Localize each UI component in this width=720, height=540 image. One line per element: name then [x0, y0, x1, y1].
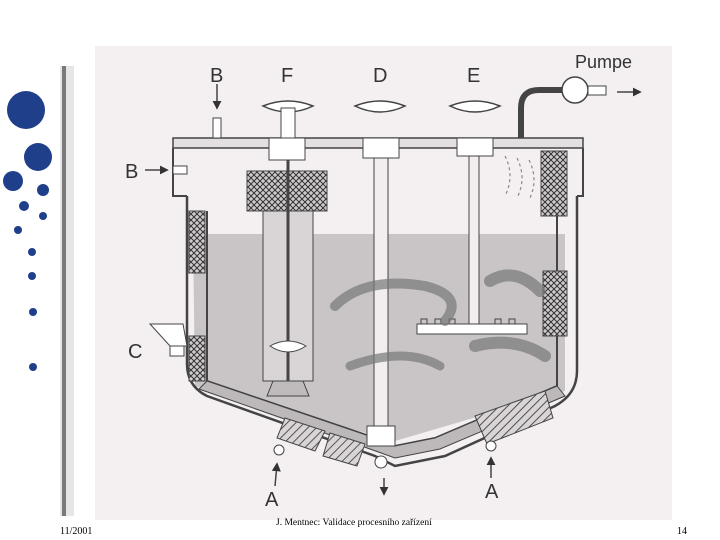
outlet-a-left [273, 444, 285, 456]
decorative-dots [3, 91, 52, 371]
stirrer-e-blade [416, 323, 528, 335]
label-b-top: B [210, 65, 223, 87]
flow-arrow [469, 336, 551, 362]
slide-left-bar-line [62, 66, 66, 516]
inlet-c-funnel [148, 323, 188, 347]
pump-outlet [587, 85, 607, 96]
label-e: E [467, 65, 480, 87]
stirrer-d-knob [353, 100, 407, 113]
right-insulation-top [540, 150, 568, 217]
footer-page-number: 14 [677, 526, 687, 537]
bottom-block-left [276, 417, 326, 452]
label-d: D [373, 65, 387, 87]
outlet-a-left-arrow [271, 462, 281, 487]
vessel-top-side [172, 148, 584, 197]
dot [29, 308, 37, 316]
right-insulation-mid [542, 270, 568, 337]
label-c: C [128, 341, 142, 363]
stirrer-f-knob [261, 100, 315, 113]
label-pump: Pumpe [575, 52, 632, 72]
label-a-right: A [485, 481, 499, 503]
label-a-left: A [265, 489, 279, 511]
bottom-block-right [474, 390, 554, 445]
dot [19, 201, 29, 211]
stirrer-d-shaft [373, 157, 389, 429]
pump-pipe [518, 87, 565, 138]
stirrer-f-propeller [269, 340, 307, 353]
stirrer-e-bearing [456, 137, 494, 157]
footer-date: 11/2001 [60, 526, 93, 537]
left-insulation [188, 210, 206, 274]
dot [29, 363, 37, 371]
vapor-lines [504, 155, 535, 201]
dot [24, 143, 52, 171]
reactor-diagram: B F D E Pumpe B C A A [95, 46, 672, 520]
dot [7, 91, 45, 129]
label-b-side: B [125, 161, 138, 183]
dot [3, 171, 23, 191]
dot [37, 184, 49, 196]
stirrer-e-knob [448, 100, 502, 113]
stirrer-f-shaft-top [280, 107, 296, 139]
outlet-d-bottom [374, 455, 388, 469]
flow-arrow [484, 269, 546, 297]
flow-arrow [330, 278, 457, 326]
inlet-c-valve [169, 345, 185, 357]
label-f: F [281, 65, 293, 87]
dot [14, 226, 22, 234]
stirrer-d-bearing [362, 137, 400, 159]
flow-arrow [345, 351, 445, 371]
stirrer-f-propeller-low [266, 380, 310, 397]
stirrer-d-foot [366, 425, 396, 447]
inlet-b-top [212, 117, 222, 139]
dot [39, 212, 47, 220]
bottom-block-mid [322, 432, 366, 467]
dot [28, 248, 36, 256]
inlet-b-side [172, 165, 188, 175]
left-insulation-lower [188, 335, 206, 382]
outlet-a-right [485, 440, 497, 452]
dot [28, 272, 36, 280]
pump-body [561, 76, 589, 104]
stirrer-f-bearing [268, 137, 306, 161]
stirrer-e-shaft [468, 155, 480, 327]
footer-author-title: J. Mentnec: Validace procesního zařízení [276, 518, 432, 528]
